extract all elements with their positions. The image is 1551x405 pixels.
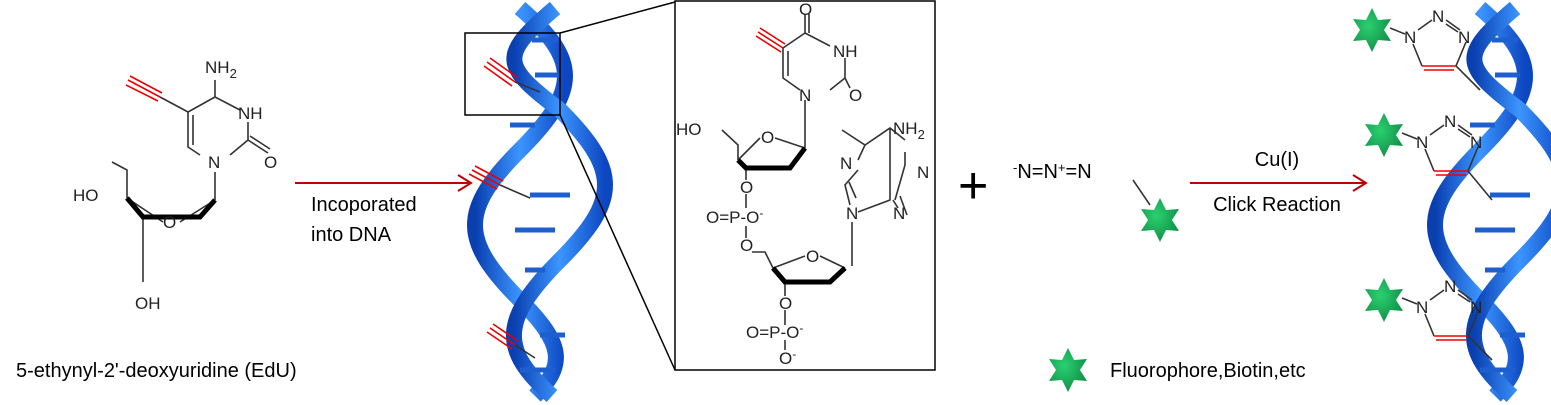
atom-n: N xyxy=(840,154,852,173)
atom-o-ring: O xyxy=(163,213,176,232)
atom-o: O xyxy=(740,178,753,197)
atom-ho: HO xyxy=(676,120,702,139)
atom-o-ring: O xyxy=(761,128,774,147)
zoom-selection-box xyxy=(464,32,561,116)
star-icon xyxy=(1049,348,1087,392)
atom-ho: HO xyxy=(73,186,99,205)
atom-n: N xyxy=(1470,133,1482,152)
phosphate-1: O=P-O- xyxy=(706,206,763,227)
azide-reagent: -N=N+=N xyxy=(1013,160,1179,242)
atom-o: O xyxy=(849,86,862,105)
azide-formula: -N=N+=N xyxy=(1013,160,1092,183)
triazole-conjugate: N N N xyxy=(1365,277,1493,361)
atom-n: N xyxy=(1416,133,1428,152)
atom-n: N xyxy=(1444,112,1456,131)
atom-nh: NH xyxy=(238,104,263,123)
atom-n: N xyxy=(917,163,929,182)
atom-nh: NH xyxy=(833,42,858,61)
atom-n: N xyxy=(1432,7,1444,26)
atom-n: N xyxy=(1444,277,1456,296)
atom-n: N xyxy=(1458,28,1470,47)
edu-name-label: 5-ethynyl-2'-deoxyuridine (EdU) xyxy=(16,360,297,382)
arrow-right-icon xyxy=(1190,174,1368,192)
arrow1-label-line2: into DNA xyxy=(311,224,392,246)
dna-fragment-inset xyxy=(674,0,936,371)
atom-o: O xyxy=(740,236,753,255)
edu-incorporation-marks xyxy=(468,57,541,359)
plus-sign: + xyxy=(958,157,988,215)
atom-o-ring: O xyxy=(806,247,819,266)
atom-n: N xyxy=(799,86,811,105)
arrow-right-icon xyxy=(295,174,473,192)
star-icon xyxy=(1141,198,1179,242)
arrow-click-reaction: Cu(I) Click Reaction xyxy=(1190,149,1368,216)
dinucleotide-structure: O NH O N HO O NH2 N N N N O O=P-O- O O O… xyxy=(676,0,929,368)
star-icon xyxy=(1365,113,1403,157)
catalyst-label: Cu(I) xyxy=(1255,149,1299,171)
arrow-incorporation: Incoporated into DNA xyxy=(295,174,473,246)
atom-n: N xyxy=(846,204,858,223)
zoom-connector-lines xyxy=(559,1,676,371)
atom-n: N xyxy=(893,204,905,223)
atom-o-minus: O- xyxy=(779,347,796,368)
phosphate-2: O=P-O- xyxy=(746,321,803,342)
atom-nh2: NH2 xyxy=(893,119,925,142)
atom-nh2: NH2 xyxy=(205,58,237,81)
reaction-label: Click Reaction xyxy=(1213,194,1341,216)
atom-oh: OH xyxy=(135,294,161,313)
triazole-conjugate: N N N xyxy=(1353,7,1481,91)
atom-n: N xyxy=(1404,28,1416,47)
atom-n: N xyxy=(208,153,220,172)
atom-n: N xyxy=(1470,298,1482,317)
star-icon xyxy=(1353,8,1391,52)
edu-structure: NH2 NH O N HO O OH xyxy=(73,58,277,313)
atom-o: O xyxy=(799,0,812,19)
atom-n: N xyxy=(1416,298,1428,317)
star-icon xyxy=(1365,278,1403,322)
atom-o: O xyxy=(779,294,792,313)
triazole-conjugate: N N N xyxy=(1365,112,1493,201)
atom-o: O xyxy=(264,153,277,172)
arrow1-label-line1: Incoporated xyxy=(311,194,417,216)
legend-label: Fluorophore,Biotin,etc xyxy=(1110,360,1306,382)
